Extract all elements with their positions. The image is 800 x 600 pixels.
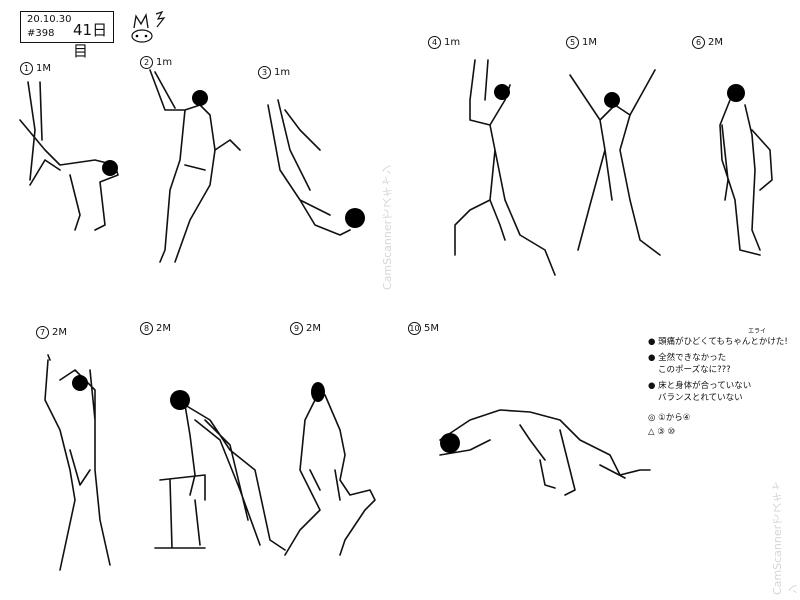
pose-duration: 1m [274, 67, 291, 78]
pose-duration: 2M [708, 37, 723, 48]
pose-index: 3 [258, 66, 271, 79]
note-line: ◎ ①から④ [648, 413, 691, 423]
pose-index: 2 [140, 56, 153, 69]
note-line: △ ③ ⑩ [648, 427, 676, 437]
sketch-number: #398 [27, 28, 55, 39]
note-line: ● 全然できなかった [648, 353, 727, 363]
pose-duration: 1M [36, 63, 51, 74]
sketch-pose-7 [44, 354, 111, 571]
sketch-pose-4 [454, 59, 556, 276]
sketch-pose-5 [569, 69, 661, 256]
pose-index: 10 [408, 322, 421, 335]
note-line: ● 床と身体が合っていない [648, 381, 752, 391]
pose-duration: 5M [424, 323, 439, 334]
pose-index: 4 [428, 36, 441, 49]
pose-index: 5 [566, 36, 579, 49]
sketch-pose-9 [284, 382, 376, 556]
pose-duration: 1m [156, 57, 173, 68]
pose-index: 1 [20, 62, 33, 75]
pose-index: 6 [692, 36, 705, 49]
sketch-pose-3 [267, 99, 365, 236]
sketch-pose-2 [149, 69, 241, 263]
praise-note: エライ [748, 328, 767, 335]
pose-index: 9 [290, 322, 303, 335]
pose-duration: 2M [306, 323, 321, 334]
pose-index: 8 [140, 322, 153, 335]
day-count: 41日目 [73, 21, 108, 60]
pose-duration: 2M [156, 323, 171, 334]
note-line: このポーズなに??? [658, 365, 731, 375]
sketch-pose-1 [19, 81, 119, 231]
cat-doodle-icon [131, 10, 166, 43]
notes: エライ ● 頭痛がひどくてもちゃんとかけた! ● 全然できなかった このポーズな… [648, 328, 798, 438]
note-line: ● 頭痛がひどくてもちゃんとかけた! [648, 337, 788, 347]
watermark: CamScannerでスキャン [771, 480, 800, 595]
sketch-pose-6 [719, 84, 773, 256]
pose-duration: 1M [582, 37, 597, 48]
date: 20.10.30 [27, 14, 72, 25]
sketch-pose-8 [154, 390, 286, 551]
pose-duration: 2M [52, 327, 67, 338]
watermark: CamScannerでスキャン [381, 164, 394, 290]
pose-index: 7 [36, 326, 49, 339]
date-box: 20.10.30 #398 41日目 [20, 11, 114, 60]
note-line: バランスとれていない [658, 393, 743, 403]
sketch-pose-10 [439, 409, 651, 496]
pose-duration: 1m [444, 37, 461, 48]
